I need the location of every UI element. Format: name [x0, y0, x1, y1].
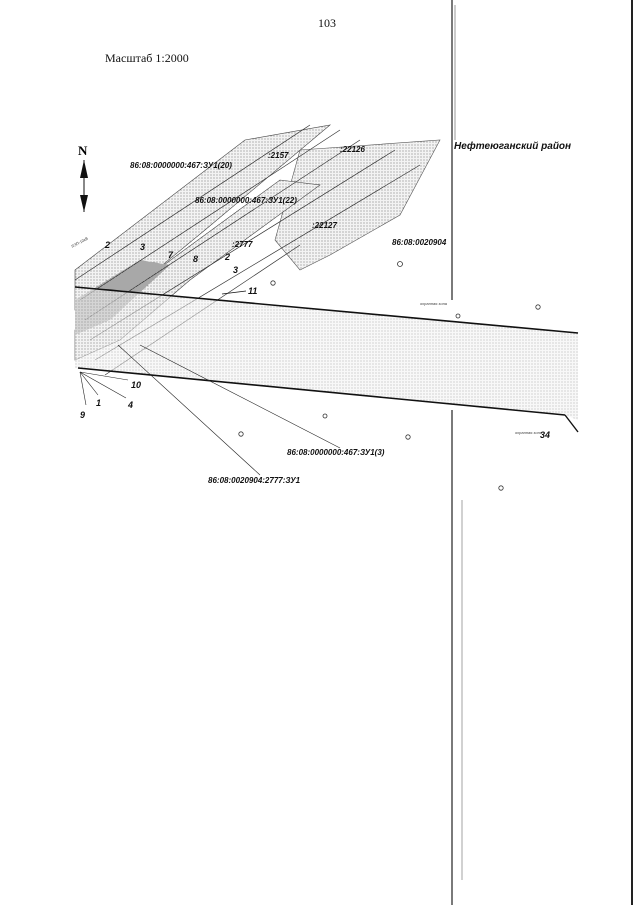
north-label: N [78, 143, 88, 158]
rotated-note: ЛЭП-10кВ [70, 236, 89, 249]
label-parcel-3: 86:08:0000000:467:ЗУ1(3) [287, 448, 385, 457]
point-3: 3 [140, 242, 145, 252]
point-11: 11 [248, 286, 257, 296]
label-parcel-22: 86:08:0000000:467:ЗУ1(22) [195, 196, 297, 205]
small-note-1: охранная зона [420, 301, 448, 306]
small-note-2: охранная зона [515, 430, 543, 435]
sub-label-22127: :22127 [312, 221, 337, 230]
right-border-lines [451, 0, 633, 905]
north-arrow-icon: N [78, 143, 88, 212]
point-8: 8 [193, 254, 198, 264]
point-7: 7 [168, 250, 174, 260]
main-corridor [74, 286, 579, 433]
leader-lines [79, 344, 341, 476]
point-1: 1 [96, 398, 101, 408]
region-label: Нефтеюганский район [454, 141, 572, 152]
parcel-22126-area [274, 139, 441, 271]
survey-markers [238, 261, 541, 491]
point-4: 4 [127, 400, 133, 410]
label-main-parcel: 86:08:0020904:2777:ЗУ1 [208, 476, 301, 485]
page-number: 103 [318, 16, 336, 30]
point-34: 34 [540, 430, 550, 440]
label-parcel-20: 86:08:0000000:467:ЗУ1(20) [130, 161, 232, 170]
point-3b: 3 [233, 265, 238, 275]
label-block: 86:08:0020904 [392, 238, 447, 247]
point-2: 2 [104, 240, 110, 250]
point-9: 9 [80, 410, 85, 420]
point-2b: 2 [224, 252, 230, 262]
sub-label-22126: :22126 [340, 145, 365, 154]
corridor-fill [75, 287, 578, 420]
point-10: 10 [131, 380, 141, 390]
scale-label: Масштаб 1:2000 [105, 51, 189, 65]
sub-label-2157: :2157 [268, 151, 289, 160]
sub-label-2777: :2777 [232, 240, 253, 249]
